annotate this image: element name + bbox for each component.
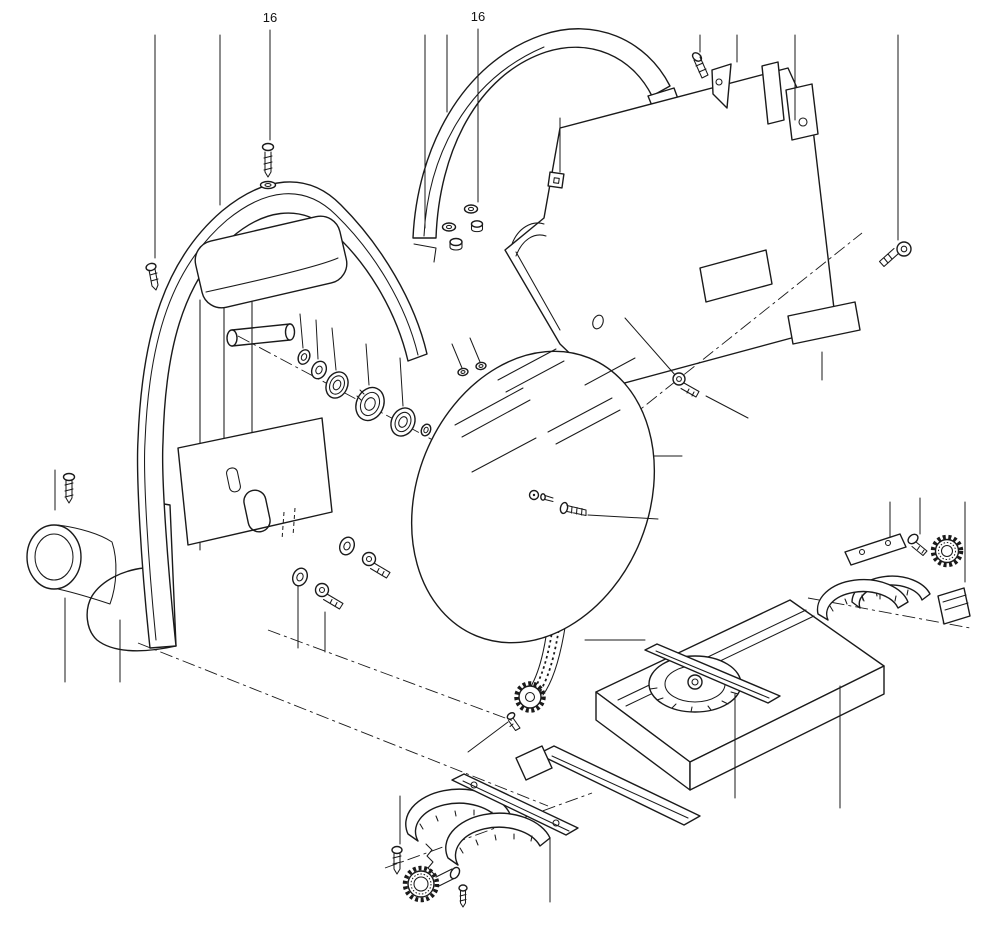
leader-lines	[54, 28, 966, 903]
panel-cutout	[699, 249, 773, 303]
label-16-b: 16	[471, 9, 485, 24]
spring	[425, 843, 435, 875]
fasteners	[62, 52, 928, 908]
label-16-a: 16	[263, 10, 277, 25]
ball-bearing-2	[390, 407, 416, 437]
miter-assembly-right	[816, 533, 971, 625]
washer-nut-16-right	[463, 204, 484, 233]
clamp-bar-bottom	[451, 773, 579, 836]
back-panel	[504, 61, 861, 389]
motor-block	[194, 215, 348, 309]
work-table	[515, 599, 885, 826]
bracket-plate	[711, 63, 732, 109]
name-plate	[787, 301, 861, 345]
screw-frame-left	[145, 262, 159, 291]
leader-lines-front	[584, 455, 683, 641]
screw-16-left	[259, 142, 277, 190]
screw-miter-bottom-b	[458, 884, 468, 908]
part-labels: 16 16	[263, 9, 485, 25]
wheel-shaft	[226, 323, 296, 347]
bolt-panel-lower	[672, 372, 749, 419]
center-lines	[137, 232, 971, 869]
screw-pulley	[506, 712, 521, 732]
bolt-panel-right	[878, 241, 912, 268]
square-nut-clip	[547, 171, 565, 189]
miter-assembly-bottom	[402, 773, 579, 903]
clamp-bar-right	[844, 533, 907, 566]
arbor-hole	[528, 489, 540, 501]
screw-guard-top	[691, 52, 709, 79]
dust-port	[26, 524, 117, 605]
drive-pulley	[514, 681, 546, 713]
table-rail	[515, 745, 701, 826]
miter-gauge-on-table	[644, 643, 781, 713]
screw-miter-bottom-a	[391, 845, 403, 875]
frame-arch	[136, 181, 428, 649]
blade-washers-small	[457, 361, 487, 377]
saw-blade-disc	[410, 348, 656, 644]
ball-bearing	[355, 386, 385, 422]
screw-miter-right	[907, 533, 928, 557]
screw-base-left	[62, 472, 76, 504]
lock-knob-right	[930, 534, 964, 568]
frame-column	[177, 287, 333, 551]
washer-bolt-pair-b	[291, 567, 344, 610]
lock-knob-bottom	[402, 865, 440, 903]
screw-blade-arbor	[540, 493, 587, 517]
hinge-bracket	[761, 61, 819, 141]
washer-bolt-pair-a	[338, 536, 391, 579]
gear-block-right	[937, 587, 971, 625]
bearing-stack	[297, 349, 432, 437]
washer-nut-guard-a	[441, 222, 463, 251]
